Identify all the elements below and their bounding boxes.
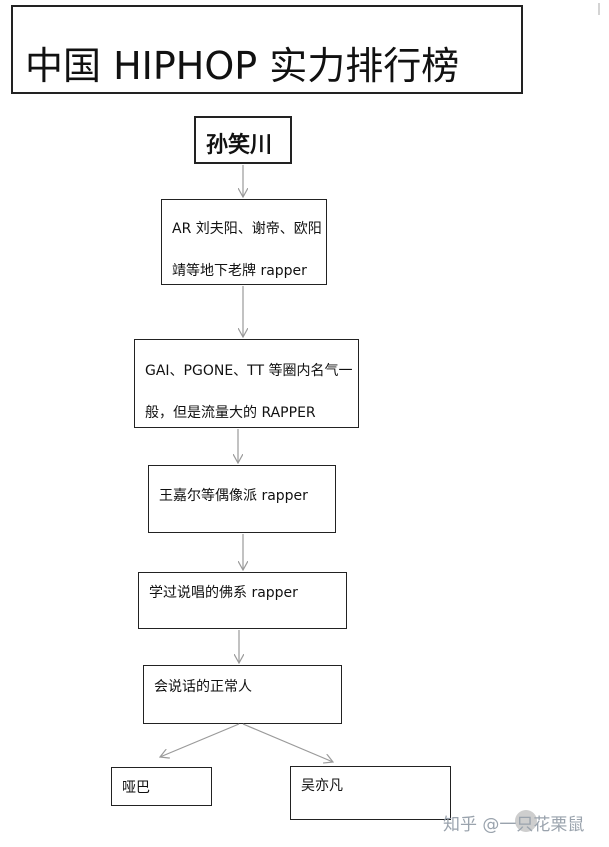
top-node-label: 孙笑川 bbox=[206, 133, 273, 158]
level-node-3: 王嘉尔等偶像派 rapper bbox=[148, 465, 336, 533]
level-node-2: GAI、PGONE、TT 等圈内名气一 般，但是流量大的 RAPPER bbox=[134, 339, 359, 428]
top-node: 孙笑川 bbox=[194, 116, 292, 164]
level-node-1-line2: 靖等地下老牌 rapper bbox=[172, 263, 307, 279]
level-node-4: 学过说唱的佛系 rapper bbox=[138, 572, 347, 629]
level-node-2-line2: 般，但是流量大的 RAPPER bbox=[145, 405, 316, 421]
level-node-3-line1: 王嘉尔等偶像派 rapper bbox=[159, 488, 308, 504]
level-node-4-line1: 学过说唱的佛系 rapper bbox=[149, 585, 298, 601]
level-node-5: 会说话的正常人 bbox=[143, 665, 342, 724]
leaf-node-left-label: 哑巴 bbox=[122, 780, 150, 796]
title-box: 中国 HIPHOP 实力排行榜 bbox=[11, 5, 523, 94]
leaf-node-right: 吴亦凡 bbox=[290, 766, 451, 820]
level-node-5-line1: 会说话的正常人 bbox=[154, 679, 252, 695]
watermark-text: 知乎 @一只花栗鼠 bbox=[443, 815, 585, 835]
page-title: 中国 HIPHOP 实力排行榜 bbox=[25, 44, 460, 88]
level-node-2-line1: GAI、PGONE、TT 等圈内名气一 bbox=[145, 363, 353, 379]
scroll-corner bbox=[559, 0, 609, 15]
arrow-level5-to-leaf-right bbox=[242, 723, 333, 762]
watermark-logo-icon bbox=[515, 810, 537, 832]
level-node-1-line1: AR 刘夫阳、谢帝、欧阳 bbox=[172, 221, 322, 237]
leaf-node-left: 哑巴 bbox=[111, 767, 212, 806]
leaf-node-right-label: 吴亦凡 bbox=[301, 778, 343, 794]
level-node-1: AR 刘夫阳、谢帝、欧阳 靖等地下老牌 rapper bbox=[161, 199, 327, 285]
arrow-level5-to-leaf-left bbox=[160, 723, 240, 757]
